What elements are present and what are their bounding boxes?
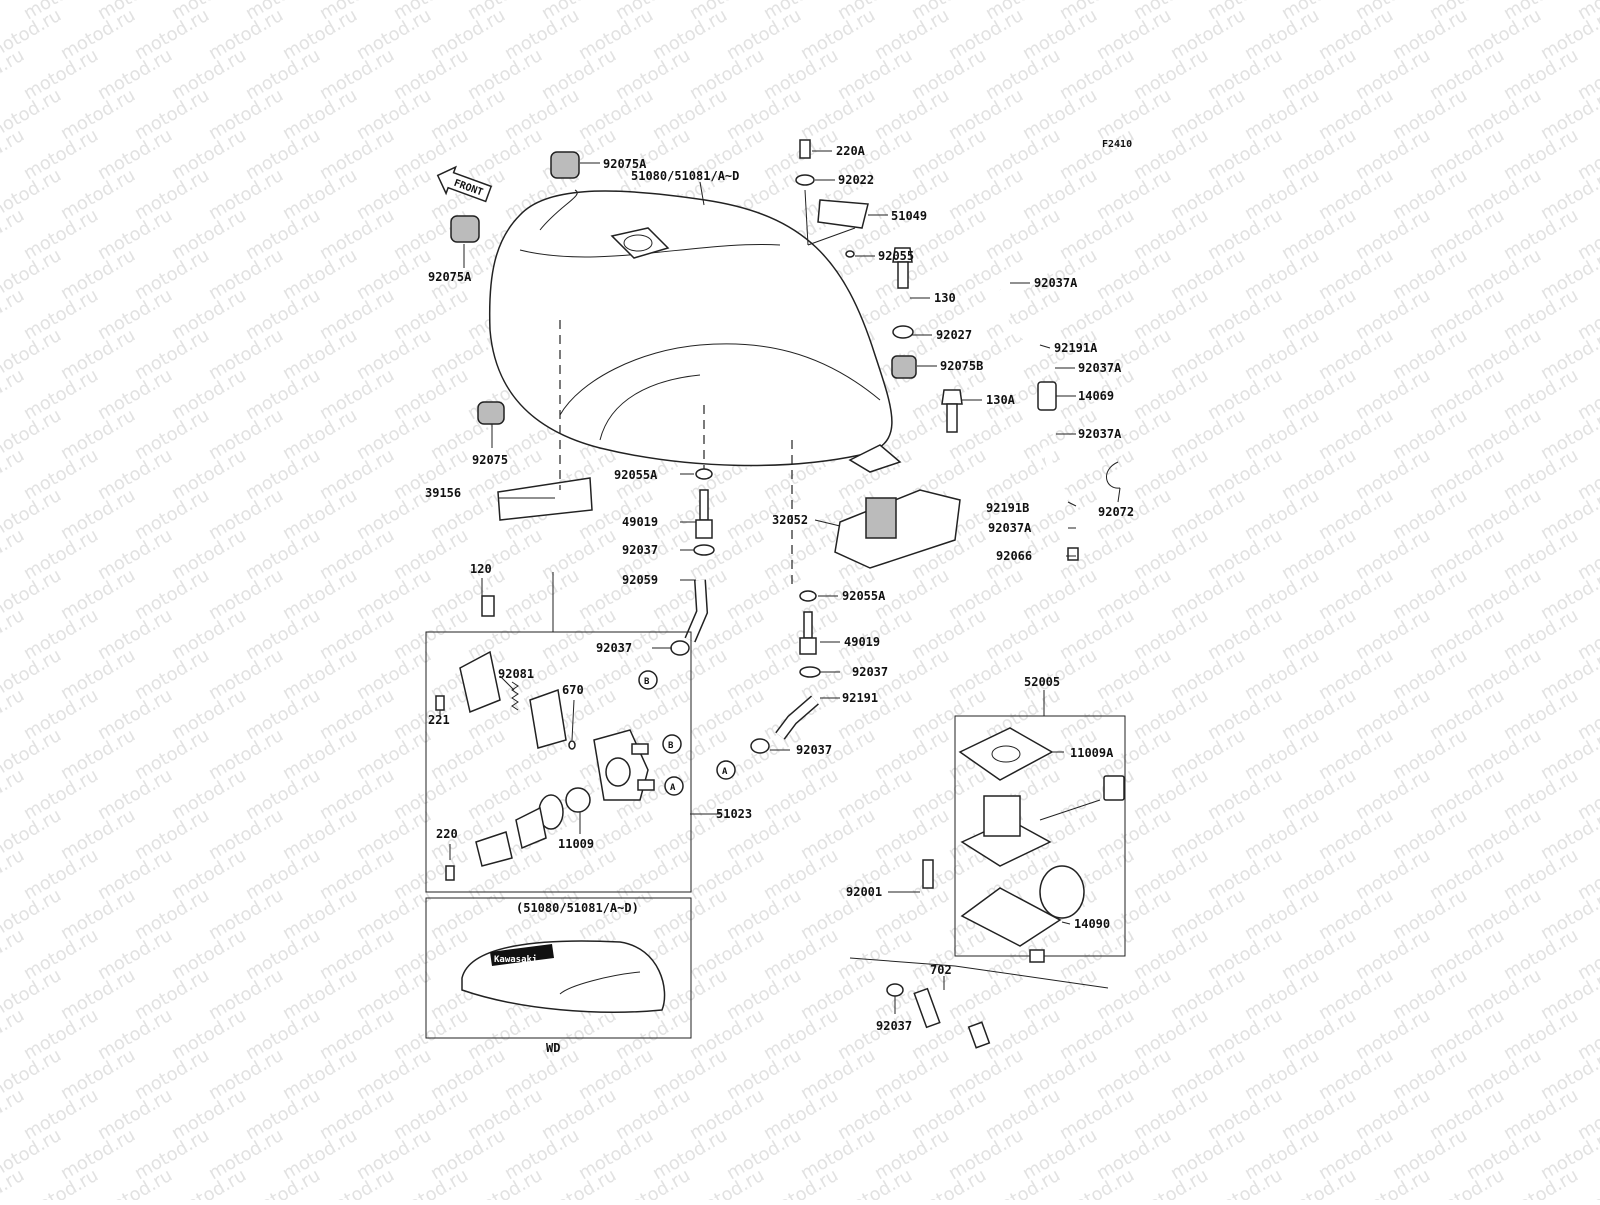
svg-text:B: B <box>668 741 674 751</box>
svg-text:A: A <box>722 767 728 777</box>
petcock-parts <box>670 468 821 754</box>
breather-hoses <box>996 289 1121 561</box>
inset-title: (51080/51081/A~D) <box>516 901 639 915</box>
part-label: 49019 <box>622 515 658 529</box>
ref-circle-b-1: B <box>638 670 658 690</box>
part-label: 92066 <box>996 549 1032 563</box>
ref-circle-b-2: B <box>662 734 682 754</box>
part-label: 49019 <box>844 635 880 649</box>
watermark-text: motod.ru <box>0 1085 28 1144</box>
part-label: 220A <box>836 144 866 158</box>
valve-assembly-51023 <box>425 572 692 893</box>
fuel-tank <box>488 189 902 473</box>
part-label: 92037A <box>1034 276 1078 290</box>
part-label: 11009 <box>558 837 594 851</box>
watermark-text: motod.ru <box>0 685 28 744</box>
svg-text:B: B <box>644 677 650 687</box>
part-label: 14090 <box>1074 917 1110 931</box>
part-label: 92072 <box>1098 505 1134 519</box>
part-label: 92037A <box>1078 427 1122 441</box>
part-label: 92037 <box>796 743 832 757</box>
part-label: 92037 <box>852 665 888 679</box>
grommet-92075 <box>477 401 505 425</box>
part-label: 32052 <box>772 513 808 527</box>
part-label: 92191B <box>986 501 1029 515</box>
watermark-text: motod.ru <box>0 925 28 984</box>
watermark-text: motod.ru <box>0 365 28 424</box>
grommet-92075A-left <box>450 215 480 243</box>
part-label: 92022 <box>838 173 874 187</box>
part-labels: 92075A 51080/51081/A~D 92075A 220A 92022… <box>425 144 1134 1055</box>
part-label: 221 <box>428 713 450 727</box>
pad-39156 <box>497 477 593 521</box>
watermark-text: motod.ru <box>0 605 28 664</box>
part-label: 51049 <box>891 209 927 223</box>
part-label: 702 <box>930 963 952 977</box>
part-label: 11009A <box>1070 746 1114 760</box>
ref-circle-a-2: A <box>716 760 736 780</box>
part-label: 92055 <box>878 249 914 263</box>
part-label: 92191A <box>1054 341 1098 355</box>
part-label: 52005 <box>1024 675 1060 689</box>
part-label: 120 <box>470 562 492 576</box>
watermark-text: motod.ru <box>0 845 28 904</box>
part-label: 92037 <box>596 641 632 655</box>
part-label: 220 <box>436 827 458 841</box>
part-label: 92037A <box>1078 361 1122 375</box>
cap-parts <box>795 139 869 258</box>
watermark-text: motod.ru <box>0 205 28 264</box>
part-label: 51023 <box>716 807 752 821</box>
part-label: 92027 <box>936 328 972 342</box>
part-label: 51080/51081/A~D <box>631 169 739 183</box>
leader-lines <box>439 150 1121 1014</box>
part-label: 92081 <box>498 667 534 681</box>
part-label: 92191 <box>842 691 878 705</box>
ref-circle-a-1: A <box>664 776 684 796</box>
watermark-text: motod.ru <box>0 445 28 504</box>
part-label: 92055A <box>842 589 886 603</box>
grommet-92075A-top <box>550 151 580 179</box>
watermark-text: motod.ru <box>0 765 28 824</box>
part-label: 92037 <box>622 543 658 557</box>
watermark-text: motod.ru <box>0 285 28 344</box>
watermark-text: motod.ru <box>0 1005 28 1064</box>
kawasaki-logo: Kawasaki <box>494 954 538 965</box>
part-label: 130 <box>934 291 956 305</box>
bracket-parts <box>834 247 963 569</box>
part-label: 92075 <box>472 453 508 467</box>
part-label: 92075B <box>940 359 983 373</box>
svg-text:A: A <box>670 783 676 793</box>
part-label: 92001 <box>846 885 882 899</box>
watermark-text: motod.ru <box>0 45 28 104</box>
part-label: 130A <box>986 393 1016 407</box>
part-label: 670 <box>562 683 584 697</box>
figure-ref: F2410 <box>1102 139 1132 150</box>
part-label: 14069 <box>1078 389 1114 403</box>
watermark-text: motod.ru <box>0 525 28 584</box>
part-label: 92059 <box>622 573 658 587</box>
part-label: 92075A <box>603 157 647 171</box>
inset-caption: WD <box>546 1041 560 1055</box>
variant-inset: Kawasaki <box>425 897 692 1039</box>
part-label: 39156 <box>425 486 461 500</box>
part-label: 92075A <box>428 270 472 284</box>
watermark-text: motod.ru <box>0 125 28 184</box>
part-label: 92037A <box>988 521 1032 535</box>
part-label: 92055A <box>614 468 658 482</box>
part-label: 92037 <box>876 1019 912 1033</box>
